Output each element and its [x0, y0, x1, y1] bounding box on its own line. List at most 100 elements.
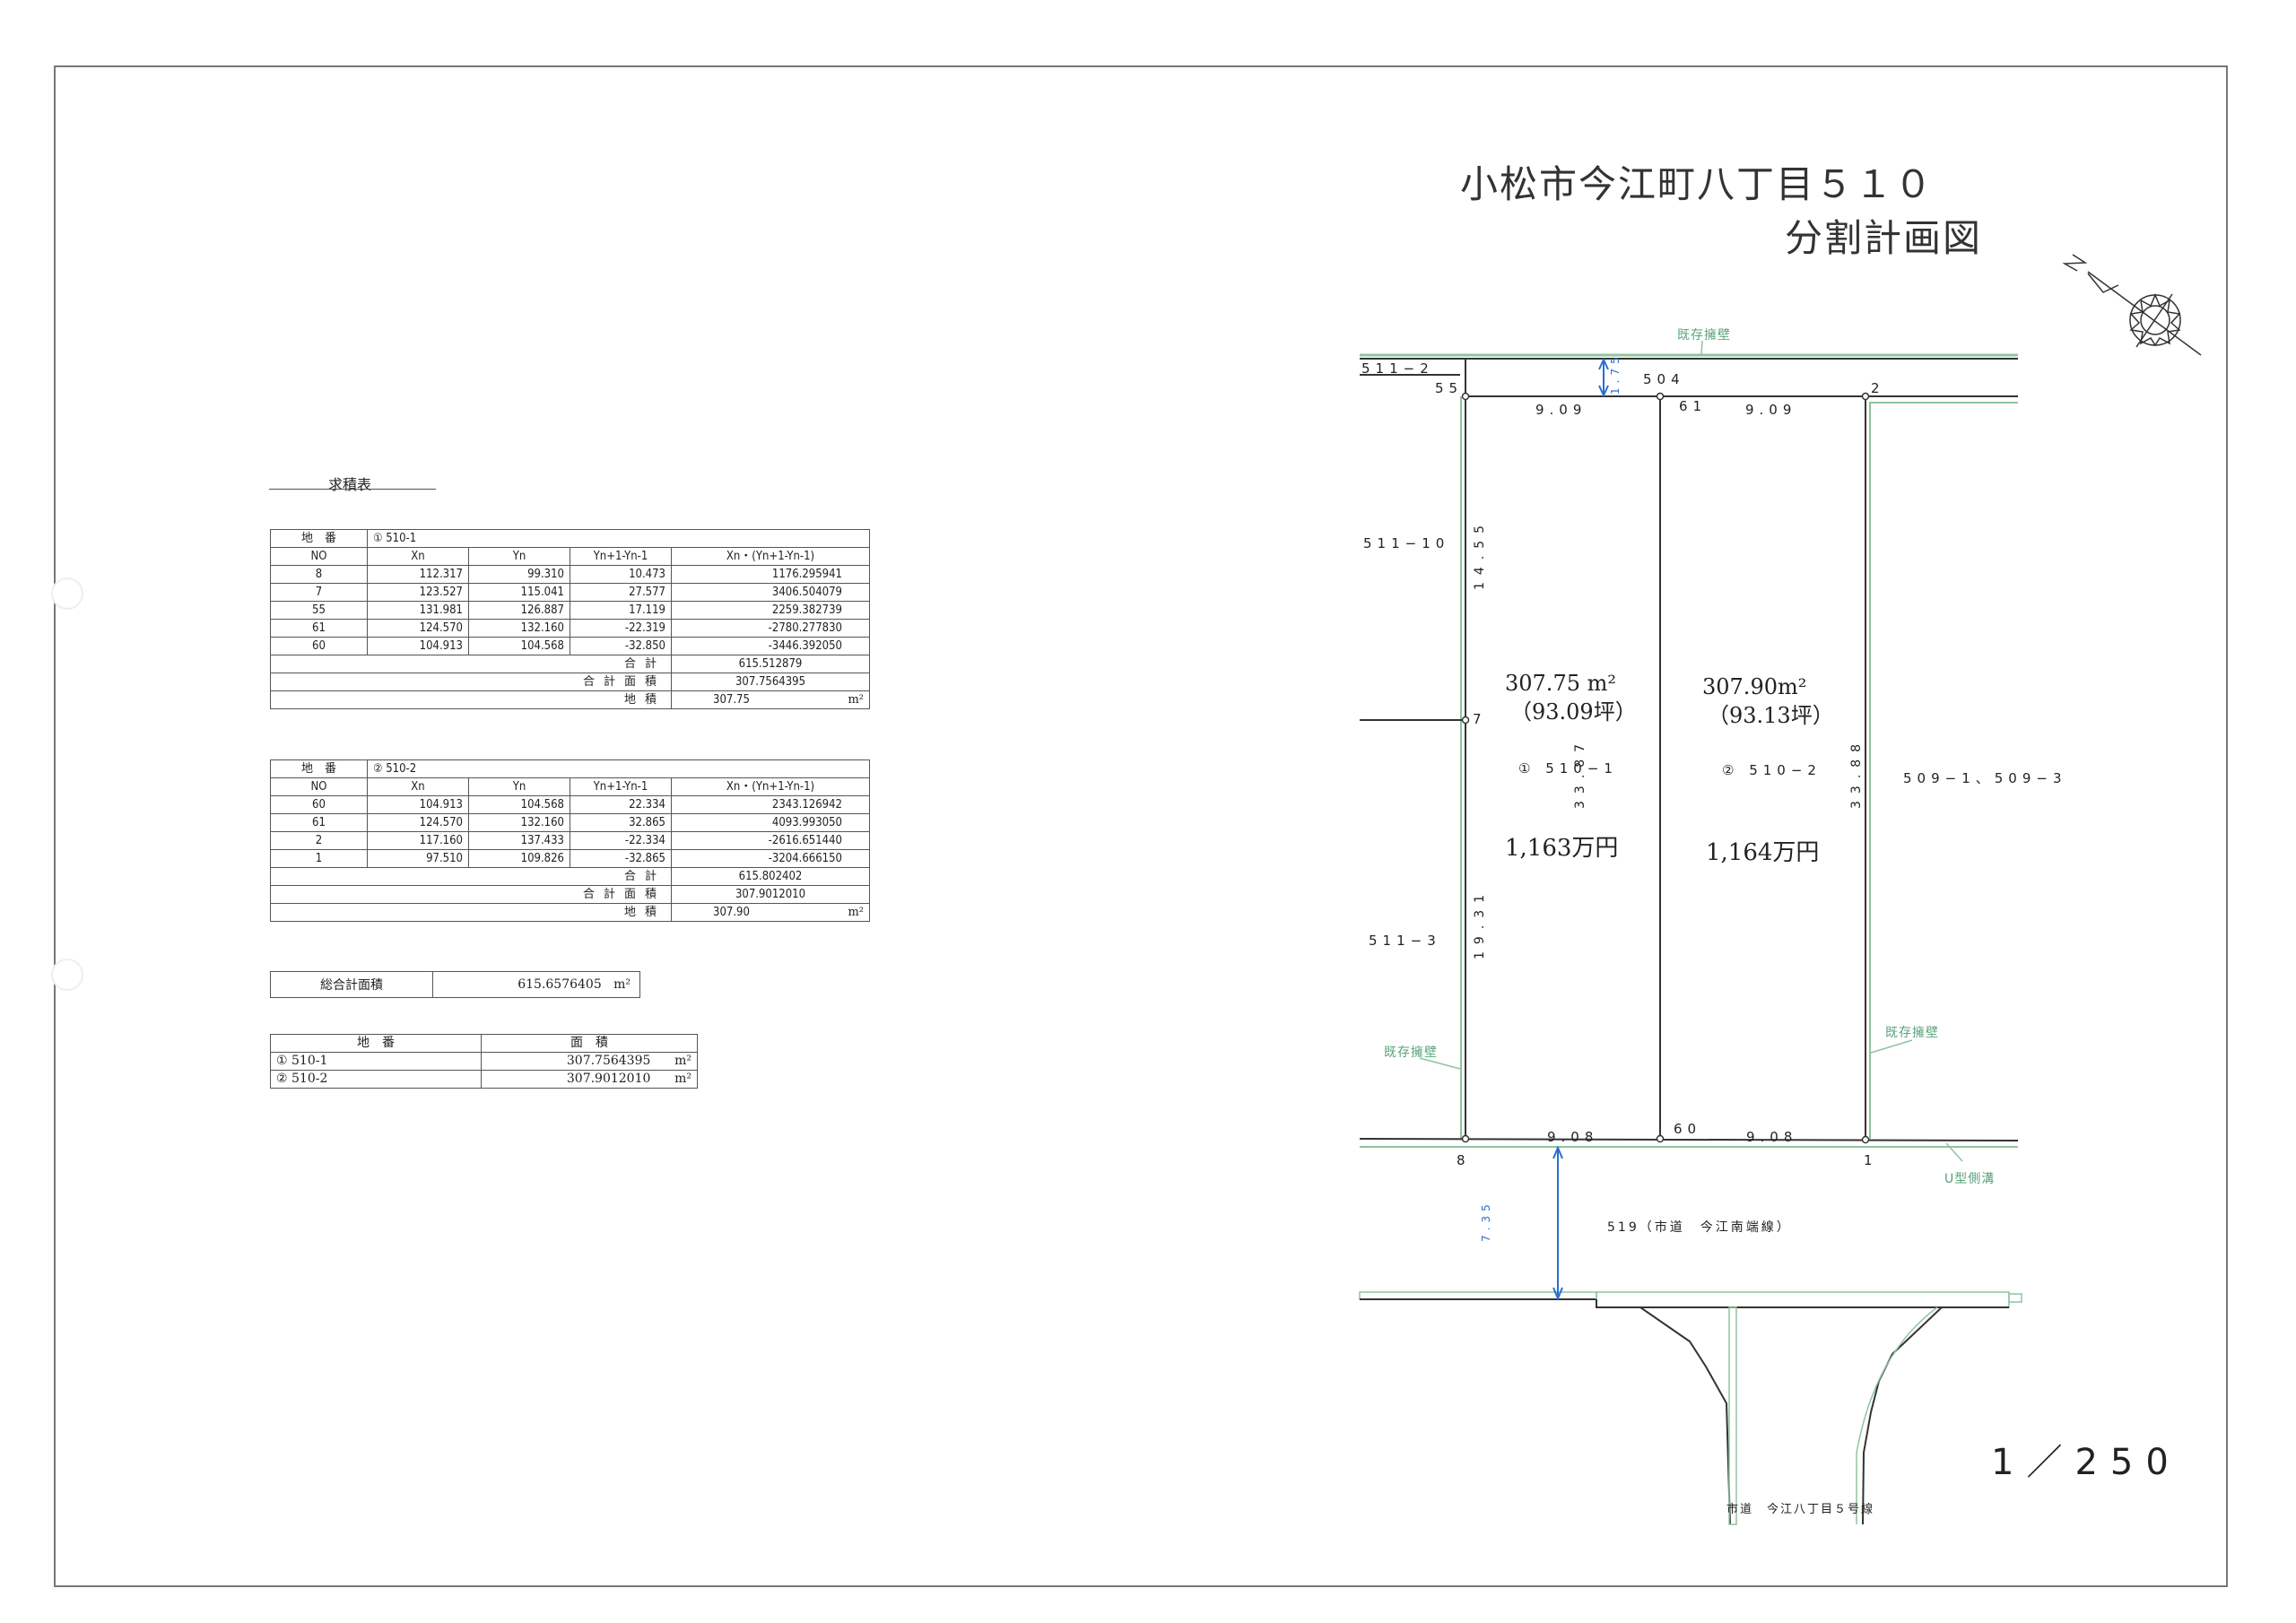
dim-south-road: 7.35 [1480, 1200, 1492, 1242]
col-header: 面 積 [481, 1034, 698, 1053]
unit: m² [848, 906, 864, 919]
dim-left-upper: 14.55 [1473, 517, 1487, 590]
gutter-strip [2008, 1293, 2022, 1303]
point-label-1: 1 [1864, 1152, 1878, 1168]
land-area-label: 地積 [270, 903, 672, 922]
lot1-tsubo: （93.09坪） [1510, 699, 1637, 725]
point-label-8: 8 [1457, 1152, 1471, 1168]
point-label-2: 2 [1871, 380, 1885, 396]
calc-table-510-1: 地 番 ① 510-1 NO Xn Yn Yn+1-Yn-1 Xn・(Yn+1-… [270, 529, 870, 709]
table-cell: 104.568 [468, 795, 570, 814]
total-area-value: 307.7564395 [671, 673, 870, 691]
neighbor-509: 509−1、509−3 [1903, 770, 2067, 786]
grand-total-value: 615.6576405 [517, 977, 602, 992]
north-arrow-icon [2062, 254, 2202, 356]
retaining-wall-top-label: 既存擁壁 [1677, 328, 1731, 343]
survey-point-61 [1656, 392, 1665, 401]
gutter-strip [1728, 1306, 1737, 1525]
unit: m² [848, 693, 864, 707]
area-value: 307.7564395 [566, 1054, 651, 1068]
col-header: Yn+1-Yn-1 [570, 547, 672, 566]
unit: m² [674, 1072, 691, 1086]
dim-bottom-left: 9.08 [1547, 1129, 1599, 1145]
point-label-61: 61 [1679, 398, 1708, 414]
lot1-price: 1,163万円 [1505, 835, 1619, 862]
dim-north-road: 1.75 [1609, 352, 1622, 395]
road-curb-left [1596, 1299, 1731, 1525]
retaining-wall-left-label: 既存擁壁 [1384, 1046, 1438, 1060]
title-address: 小松市今江町八丁目５１０ [1460, 162, 1935, 206]
land-area-cell: 307.90 m² [671, 903, 870, 922]
grand-total-table: 総合計面積 615.6576405 m² [270, 971, 640, 998]
table-cell: -3204.666150 [671, 849, 870, 868]
area-row: ② 510-2 307.9012010 m² [270, 1070, 698, 1089]
road-curb-right [1862, 1306, 1943, 1525]
neighbor-511-3: 511−3 [1369, 933, 1441, 949]
road-519-label: 519（市道 今江南端線） [1607, 1220, 1792, 1235]
lot2-label: ② 510−2 [1722, 762, 1822, 778]
survey-point-2 [1861, 392, 1870, 401]
dim-right: 33.88 [1849, 736, 1864, 809]
scale-label: 1／250 [1991, 1442, 2181, 1483]
total-area-label: 合計面積 [270, 673, 672, 691]
gutter-strip [1856, 1306, 1938, 1524]
dim-bottom-right: 9.08 [1746, 1129, 1798, 1145]
dim-top-right: 9.09 [1745, 402, 1797, 418]
table-cell: -2616.651440 [671, 831, 870, 850]
punch-hole [51, 959, 83, 991]
survey-point-60 [1656, 1134, 1665, 1143]
lot-south-boundary [1359, 1138, 2019, 1141]
leader-line [1945, 1142, 1963, 1162]
survey-point-8 [1461, 1134, 1470, 1143]
gutter-strip [1596, 1291, 2010, 1308]
dim-top-left: 9.09 [1535, 402, 1587, 418]
lot1-area: 307.75 m² [1505, 671, 1616, 696]
table-cell: -32.850 [570, 637, 672, 655]
title-plan: 分割計画図 [1785, 216, 1983, 260]
survey-point-1 [1861, 1135, 1870, 1144]
retaining-wall-right-label: 既存擁壁 [1885, 1026, 1939, 1040]
survey-point-7 [1461, 716, 1470, 725]
unit: m² [613, 977, 631, 992]
table-cell: 126.887 [468, 601, 570, 620]
grand-total-cell: 615.6576405 m² [432, 971, 640, 998]
sum-value: 615.802402 [671, 867, 870, 886]
unit: m² [674, 1054, 691, 1068]
drawing-frame [54, 65, 2228, 1587]
neighbor-511-2: 511−2 [1361, 360, 1434, 377]
survey-point-55 [1461, 392, 1470, 401]
point-label-60: 60 [1674, 1121, 1702, 1137]
punch-hole [51, 577, 83, 610]
table-cell: 112.317 [367, 565, 469, 584]
table-cell: 132.160 [468, 619, 570, 638]
table-cell: 2259.382739 [671, 601, 870, 620]
u-ditch-label: U型側溝 [1944, 1172, 1996, 1186]
point-label-55: 55 [1435, 380, 1464, 396]
point-label-7: 7 [1473, 711, 1487, 727]
dim-left-lower: 19.31 [1473, 887, 1487, 959]
land-area-label: 地積 [270, 690, 672, 709]
parcel-value: ② 510-2 [367, 759, 870, 778]
heading-underline [269, 489, 436, 490]
leader-line [1700, 340, 1703, 356]
lot1-label: ① 510−1 [1518, 760, 1618, 777]
land-area-value: 307.75 [713, 693, 750, 707]
neighbor-511-10: 511−10 [1363, 535, 1450, 551]
land-area-value: 307.90 [713, 906, 750, 919]
neighbor-504: 504 [1643, 371, 1685, 387]
land-area-cell: 307.75 m² [671, 690, 870, 709]
lot2-price: 1,164万円 [1706, 839, 1820, 866]
lot2-area: 307.90m² [1702, 674, 1807, 699]
col-header: Yn+1-Yn-1 [570, 777, 672, 796]
table-cell: -22.334 [570, 831, 672, 850]
area-summary-table: 地 番 面 積 ① 510-1 307.7564395 m² ② 510-2 3… [270, 1034, 698, 1089]
lot2-tsubo: （93.13坪） [1708, 703, 1834, 728]
leader-line [1870, 1039, 1913, 1054]
